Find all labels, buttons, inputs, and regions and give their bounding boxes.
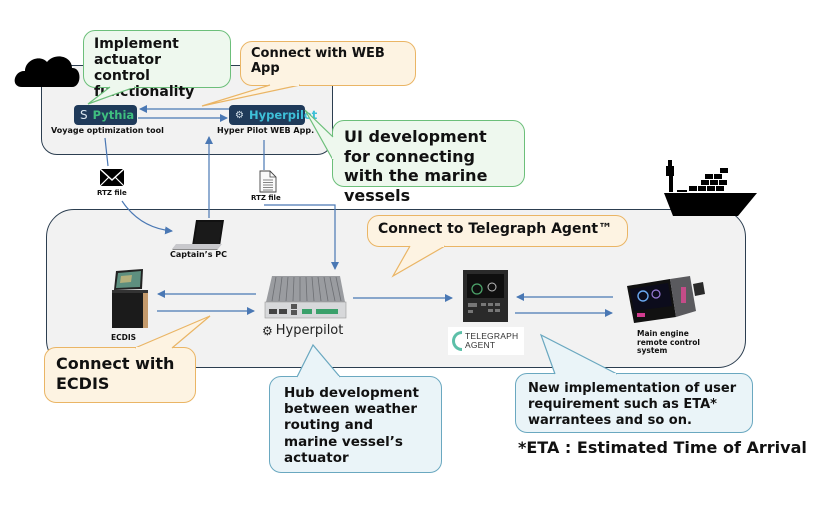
- pythia-s-icon: S: [80, 108, 88, 122]
- telegraph-agent-text: TELEGRAPH AGENT: [465, 332, 518, 350]
- telegraph-arc-icon: [452, 331, 462, 351]
- hyperpilot-web-label: Hyper Pilot WEB App.: [217, 126, 315, 135]
- telegraph-line2: AGENT: [465, 340, 496, 350]
- mail-icon: [99, 168, 125, 187]
- hyperpilot-web-name: Hyperpilot: [248, 108, 318, 122]
- rtz-mail-label: RTZ file: [97, 189, 127, 197]
- gear-icon: ⚙: [235, 109, 244, 121]
- callout-ecdis: Connect with ECDIS: [44, 347, 196, 403]
- callout-web-app: Connect with WEB App: [240, 41, 416, 86]
- main-engine-label: Main engine remote control system: [637, 329, 700, 356]
- callout-eta: New implementation of user requirement s…: [515, 373, 753, 433]
- ecdis-label: ECDIS: [111, 333, 137, 342]
- pythia-label: Voyage optimization tool: [51, 126, 164, 135]
- callout-telegraph: Connect to Telegraph Agent™: [367, 215, 628, 247]
- telegraph-agent-logo: TELEGRAPH AGENT: [448, 327, 524, 355]
- gear-icon: ⚙: [262, 323, 273, 338]
- callout-ui-development: UI development for connecting with the m…: [332, 120, 525, 205]
- pythia-name: Pythia: [92, 108, 135, 122]
- telegraph-line1: TELEGRAPH: [465, 331, 519, 342]
- pythia-logo: S Pythia: [74, 105, 137, 125]
- callout-hub: Hub development between weather routing …: [269, 376, 442, 473]
- hyperpilot-web-logo: ⚙ Hyperpilot: [229, 105, 317, 125]
- hyperpilot-device-name: Hyperpilot: [275, 323, 344, 338]
- captain-pc-label: Captain’s PC: [170, 250, 227, 259]
- rtz-doc-label: RTZ file: [251, 194, 281, 202]
- hyperpilot-device-label: ⚙ Hyperpilot: [262, 323, 343, 338]
- eta-footnote: *ETA : Estimated Time of Arrival: [518, 438, 807, 457]
- callout-actuator: Implement actuator control functionality: [83, 30, 231, 100]
- ship-icon: [664, 160, 757, 216]
- document-icon: [259, 170, 277, 193]
